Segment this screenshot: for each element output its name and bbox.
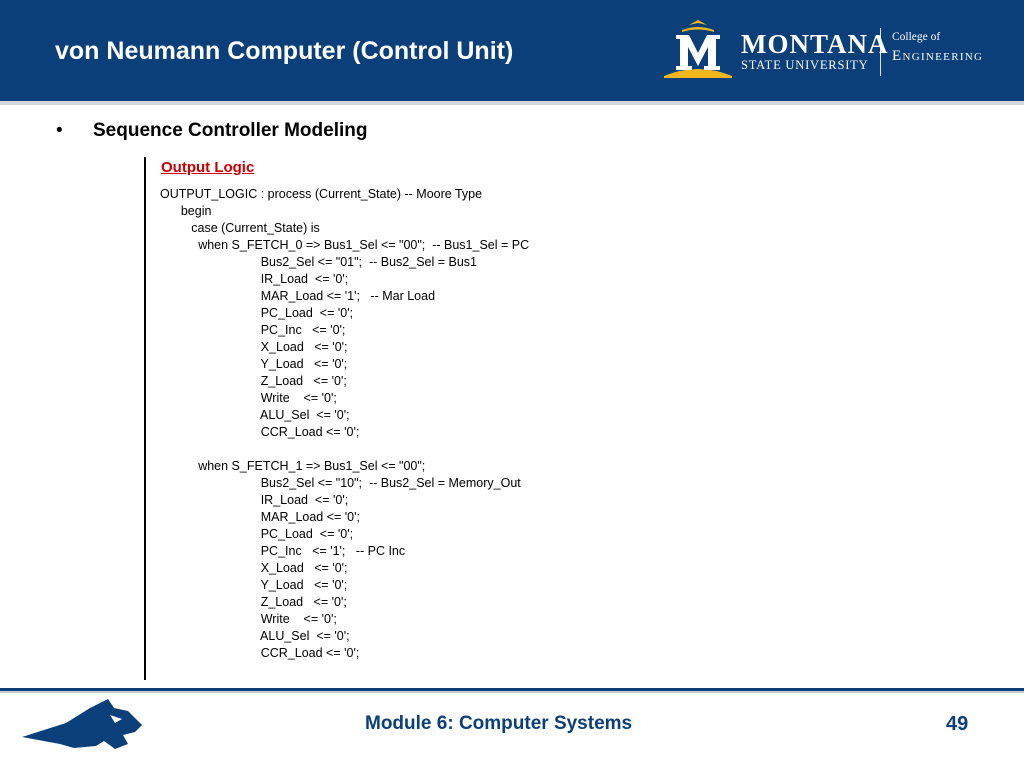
university-name: MONTANA bbox=[741, 29, 889, 59]
code-line: MAR_Load <= '0'; bbox=[160, 510, 360, 524]
footer-rule bbox=[0, 688, 1024, 691]
code-line bbox=[160, 441, 680, 458]
bobcat-icon bbox=[22, 699, 142, 749]
code-line: X_Load <= '0'; bbox=[160, 340, 348, 354]
logo-divider bbox=[880, 28, 881, 76]
code-line: Y_Load <= '0'; bbox=[160, 357, 348, 371]
code-margin-line bbox=[144, 157, 146, 680]
code-line: Z_Load <= '0'; bbox=[160, 374, 347, 388]
code-line: ALU_Sel <= '0'; bbox=[160, 408, 350, 422]
page-number: 49 bbox=[946, 713, 969, 735]
code-line: Write <= '0'; bbox=[160, 391, 337, 405]
code-line: CCR_Load <= '0'; bbox=[160, 646, 360, 660]
code-line: IR_Load <= '0'; bbox=[160, 272, 349, 286]
code-line: Bus2_Sel <= "10"; -- Bus2_Sel = Memory_O… bbox=[160, 476, 521, 490]
code-line: begin bbox=[160, 204, 212, 218]
code-line: Bus2_Sel <= "01"; -- Bus2_Sel = Bus1 bbox=[160, 255, 478, 269]
code-line: CCR_Load <= '0'; bbox=[160, 425, 360, 439]
slide-title: von Neumann Computer (Control Unit) bbox=[55, 37, 514, 65]
code-line: when S_FETCH_1 => Bus1_Sel <= "00"; bbox=[160, 459, 426, 473]
college-name: Engineering bbox=[892, 48, 984, 64]
code-line: case (Current_State) is bbox=[160, 221, 320, 235]
code-line: PC_Load <= '0'; bbox=[160, 527, 354, 541]
code-line: MAR_Load <= '1'; -- Mar Load bbox=[160, 289, 436, 303]
msu-m-logo-icon bbox=[664, 20, 732, 78]
code-line: Z_Load <= '0'; bbox=[160, 595, 347, 609]
code-line: PC_Load <= '0'; bbox=[160, 306, 354, 320]
code-line: Write <= '0'; bbox=[160, 612, 337, 626]
footer-shade bbox=[0, 691, 1024, 693]
university-subtitle: STATE UNIVERSITY bbox=[741, 58, 869, 72]
bullet-heading: Sequence Controller Modeling bbox=[93, 120, 368, 141]
code-line: X_Load <= '0'; bbox=[160, 561, 348, 575]
output-logic-heading: Output Logic bbox=[161, 159, 255, 176]
title-bar-rule bbox=[0, 101, 1024, 105]
code-line: PC_Inc <= '1'; -- PC Inc bbox=[160, 544, 406, 558]
code-line: OUTPUT_LOGIC : process (Current_State) -… bbox=[160, 187, 483, 201]
code-line: IR_Load <= '0'; bbox=[160, 493, 349, 507]
college-of-label: College of bbox=[892, 31, 941, 43]
footer-module-label: Module 6: Computer Systems bbox=[365, 713, 633, 734]
title-bar bbox=[0, 0, 1024, 101]
bullet-marker: • bbox=[56, 120, 63, 141]
code-line: Y_Load <= '0'; bbox=[160, 578, 348, 592]
code-line: ALU_Sel <= '0'; bbox=[160, 629, 350, 643]
code-line: PC_Inc <= '0'; bbox=[160, 323, 346, 337]
vhdl-code-block: OUTPUT_LOGIC : process (Current_State) -… bbox=[160, 186, 680, 662]
code-line: when S_FETCH_0 => Bus1_Sel <= "00"; -- B… bbox=[160, 238, 530, 252]
